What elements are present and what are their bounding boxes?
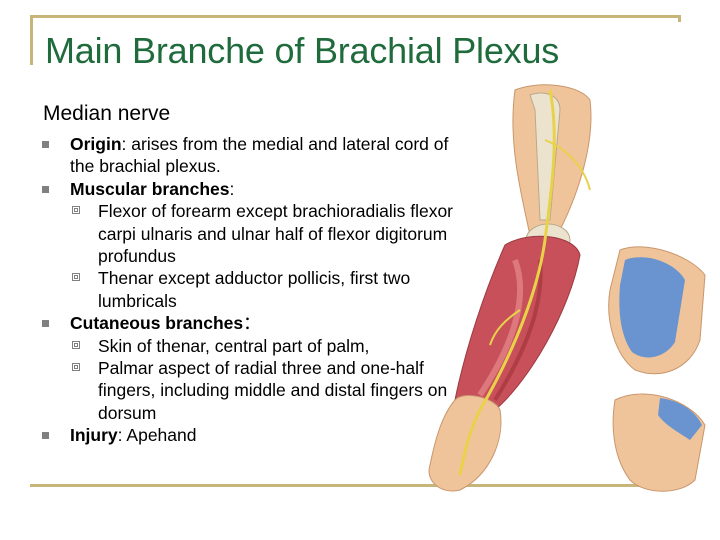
sub-bullet-cutaneous-2: Palmar aspect of radial three and one-ha… (42, 357, 462, 424)
bullet-origin-label: Origin (70, 134, 122, 154)
hollow-square-bullet-icon (72, 340, 80, 349)
bullet-origin-text: : arises from the medial and lateral cor… (70, 134, 449, 177)
slide-title: Main Branche of Brachial Plexus (45, 30, 560, 71)
hand-shape (428, 395, 502, 492)
sub-bullet-text: Flexor of forearm except brachioradialis… (98, 201, 454, 267)
hollow-square-bullet-icon (72, 363, 80, 372)
hollow-square-bullet-icon (72, 206, 80, 215)
sub-bullet-text: Skin of thenar, central part of palm, (98, 335, 370, 356)
frame-left-line (30, 15, 33, 65)
square-bullet-icon (42, 432, 49, 440)
hollow-square-bullet-icon (72, 273, 80, 282)
sub-bullet-cutaneous-1: Skin of thenar, central part of palm, (42, 335, 462, 357)
bullet-muscular-text: : (229, 178, 235, 199)
bullet-cutaneous: Cutaneous branches： (42, 312, 462, 334)
square-bullet-icon (42, 185, 49, 193)
bullet-injury-label: Injury (70, 425, 118, 446)
palm-sensory-area (619, 257, 685, 358)
frame-right-line (678, 15, 681, 22)
bullet-origin: Origin: arises from the medial and later… (42, 133, 462, 178)
square-bullet-icon (42, 141, 49, 148)
forearm-muscle-detail (493, 259, 543, 402)
sub-bullet-muscular-2: Thenar except adductor pollicis, first t… (42, 267, 462, 312)
sub-bullet-text: Palmar aspect of radial three and one-ha… (98, 358, 448, 423)
sub-bullet-text: Thenar except adductor pollicis, first t… (98, 268, 411, 311)
slide-subtitle: Median nerve (43, 102, 171, 125)
bullet-cutaneous-text: ： (243, 313, 261, 334)
forearm-muscle-detail (477, 258, 524, 397)
frame-top-line (30, 15, 680, 18)
bullet-muscular-label: Muscular branches (70, 178, 230, 199)
bullet-list: Origin: arises from the medial and later… (42, 133, 462, 447)
sub-bullet-muscular-1: Flexor of forearm except brachioradialis… (42, 200, 462, 267)
dorsum-sensory-area (658, 398, 702, 440)
bullet-injury: Injury: Apehand (42, 424, 462, 446)
bullet-muscular: Muscular branches: (42, 178, 462, 200)
nerve-branch (544, 139, 591, 191)
median-nerve-arm-illustration (428, 84, 706, 492)
bullet-injury-text: : Apehand (117, 425, 197, 446)
frame-bottom-line (30, 484, 682, 487)
bullet-cutaneous-label: Cutaneous branches (70, 313, 244, 334)
nerve-branch (489, 309, 521, 346)
median-nerve-line (458, 89, 556, 476)
square-bullet-icon (42, 320, 49, 328)
